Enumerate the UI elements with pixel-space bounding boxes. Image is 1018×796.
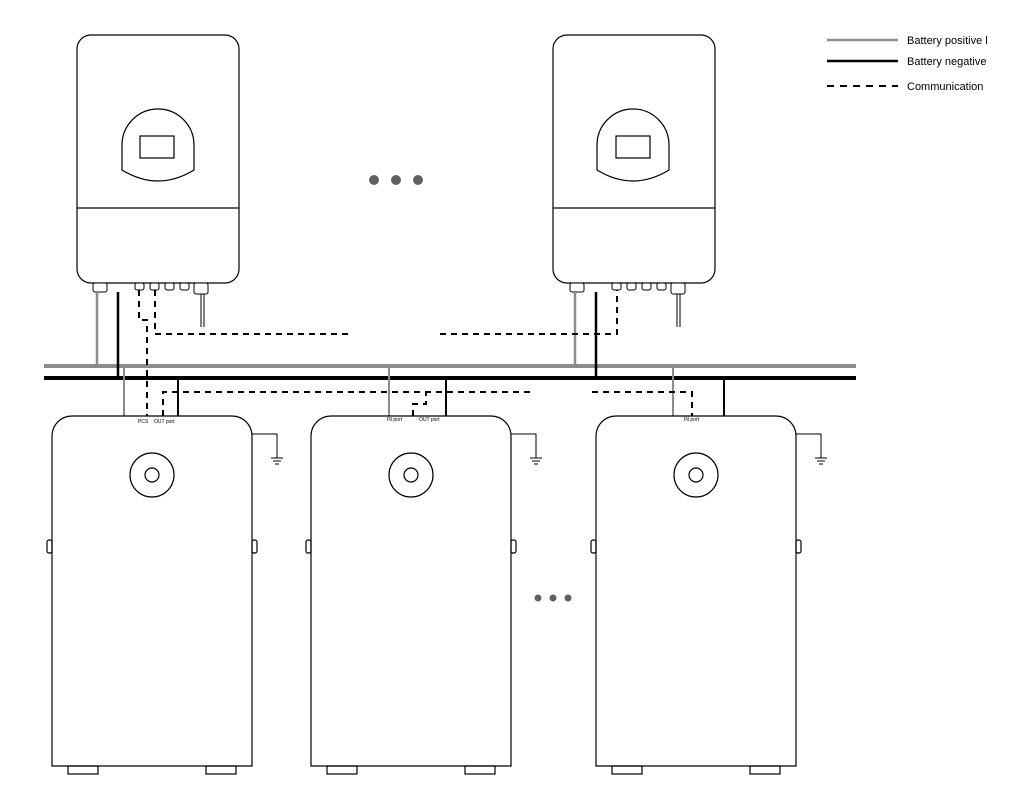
battery-2 [305,415,517,775]
inverter-1 [76,34,240,284]
battery-1-port-out: OUT port [154,419,175,425]
battery-handle-right [795,539,802,554]
legend-label-communication: Communication [907,81,983,93]
battery-3-ground [796,433,827,465]
battery-knob-center [144,467,160,483]
battery-foot-right [205,765,237,775]
battery-handle-right [510,539,517,554]
battery-knob [673,452,719,498]
battery-handle-left [46,539,53,554]
battery-foot-right [464,765,496,775]
battery-foot-left [611,765,643,775]
inverter-2-ports [569,282,686,327]
battery-2-ground [511,433,542,465]
battery-1-ground [252,433,283,465]
battery-foot-right [749,765,781,775]
inverter-1-ports [92,282,209,327]
battery-1-port-pcs: PCS [138,419,149,425]
legend-label-negative: Battery negative [907,56,987,68]
inverter-2 [552,34,716,284]
battery-foot-left [326,765,358,775]
ellipsis-inverters [369,175,423,185]
battery-2-port-out: OUT port [419,417,440,423]
inverter-display-screen [139,135,175,159]
battery-handle-left [590,539,597,554]
battery-knob [129,452,175,498]
battery-knob-center [403,467,419,483]
inverter-1-power-cables [95,292,120,378]
battery-knob [388,452,434,498]
legend-label-positive: Battery positive l [907,35,988,47]
battery-handle-right [251,539,258,554]
ellipsis-batteries [534,594,572,602]
battery-foot-left [67,765,99,775]
battery-3-port-in: IN port [684,417,700,423]
inverter-display-bezel [121,108,195,182]
battery-1 [46,415,258,775]
communication-lines [138,290,693,416]
battery-knob-center [688,467,704,483]
inverter-display-screen [615,135,651,159]
battery-handle-left [305,539,312,554]
battery-3 [590,415,802,775]
battery-2-port-in: IN port [387,417,403,423]
legend: Battery positive l Battery negative Comm… [827,35,988,93]
inverter-display-bezel [596,108,670,182]
battery-power-cables [123,366,725,416]
